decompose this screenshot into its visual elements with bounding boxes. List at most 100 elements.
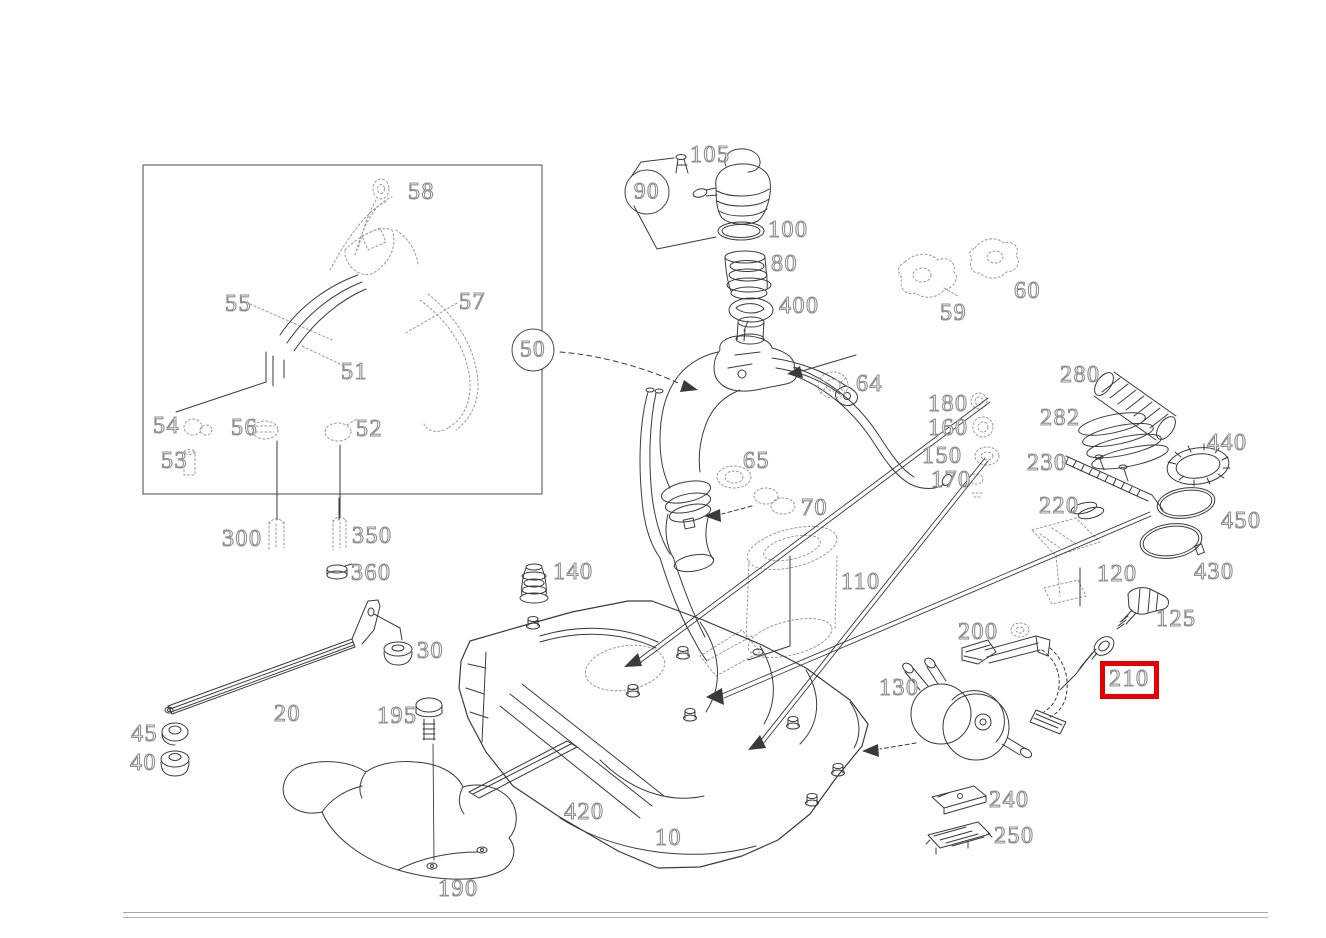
inset-detail-box [142,164,543,495]
part-callout-58[interactable]: 58 [407,179,435,205]
sketch-gasket-64 [817,371,849,399]
leader-arrow-70 [704,505,753,522]
part-callout-195[interactable]: 195 [376,703,418,729]
sketch-heat-shield-190 [282,761,517,880]
sketch-clamp-360 [326,563,353,580]
detail-circle-90 [624,157,717,250]
sketch-gear-200 [1010,622,1030,638]
sketch-hose-end-plate [1029,709,1067,735]
sketch-fuel-filter-130 [902,657,1033,761]
part-callout-210[interactable]: 210 [1100,661,1159,699]
sketch-bracket-120 [1031,517,1101,605]
part-callout-240[interactable]: 240 [988,787,1030,813]
sketch-ring-65 [716,465,752,489]
sketch-buffer-140 [519,563,549,604]
part-callout-180[interactable]: 180 [927,391,969,417]
part-callout-190[interactable]: 190 [437,876,479,902]
sketch-washer-45 [161,722,189,746]
part-callout-45[interactable]: 45 [130,721,158,747]
sketch-part-60 [969,238,1019,279]
part-callout-400[interactable]: 400 [778,293,820,319]
sketch-seal-220 [1070,501,1105,520]
detail-circle-50 [511,328,555,372]
part-callout-51[interactable]: 51 [340,359,368,385]
sketch-bracket-200 [961,635,1051,665]
part-callout-53[interactable]: 53 [160,448,188,474]
part-callout-56[interactable]: 56 [230,415,258,441]
part-callout-52[interactable]: 52 [355,416,383,442]
part-callout-90[interactable]: 90 [633,178,660,204]
sketch-level-sender-230 [1061,454,1164,511]
sketch-lock-ring-440 [1166,443,1231,487]
part-callout-350[interactable]: 350 [351,523,393,549]
part-callout-430[interactable]: 430 [1193,559,1235,585]
part-callout-450[interactable]: 450 [1220,508,1262,534]
sketch-clamp-ring-430 [1139,523,1205,559]
sketch-filler-pipe-assembly [639,316,953,662]
part-callout-110[interactable]: 110 [840,569,881,595]
part-callout-250[interactable]: 250 [993,823,1035,849]
sketch-seal-ring-100 [717,221,765,241]
part-callout-440[interactable]: 440 [1206,430,1248,456]
sketch-bellows-282 [1078,412,1169,470]
part-callout-10[interactable]: 10 [654,825,682,851]
sketch-strip-420 [468,740,578,799]
sketch-hose-200 [1041,647,1068,718]
part-callout-59[interactable]: 59 [939,300,967,326]
part-callout-220[interactable]: 220 [1038,493,1080,519]
part-callout-54[interactable]: 54 [152,413,180,439]
part-callout-300[interactable]: 300 [221,526,263,552]
leader-arrow-50 [559,351,698,392]
long-leader-lines [636,397,1152,745]
part-callout-55[interactable]: 55 [224,291,252,317]
sketch-fuel-tank-10 [458,600,869,869]
part-callout-100[interactable]: 100 [767,217,809,243]
part-callout-40[interactable]: 40 [129,750,157,776]
part-callout-150[interactable]: 150 [921,443,963,469]
pane-divider [123,912,1268,918]
part-callout-140[interactable]: 140 [552,559,594,585]
part-callout-420[interactable]: 420 [563,799,605,825]
part-callout-65[interactable]: 65 [742,448,770,474]
part-callout-360[interactable]: 360 [350,560,392,586]
part-callout-160[interactable]: 160 [927,415,969,441]
part-callout-64[interactable]: 64 [855,371,883,397]
sketch-bolt-195 [415,697,443,861]
sketch-part-59 [897,253,959,298]
sketch-clamp-250 [925,821,993,855]
sketch-grommet-40 [160,750,190,777]
inset-leader-lines [175,274,367,519]
part-callout-125[interactable]: 125 [1155,606,1197,632]
leader-arrow-64 [787,354,857,378]
part-callout-50[interactable]: 50 [519,336,546,362]
part-callout-200[interactable]: 200 [957,619,999,645]
part-callout-30[interactable]: 30 [416,638,444,664]
part-callout-60[interactable]: 60 [1013,278,1041,304]
sketch-seals-70 [753,487,796,515]
part-callout-80[interactable]: 80 [770,251,798,277]
part-callout-130[interactable]: 130 [878,675,920,701]
sketch-vent-valve-125 [1116,587,1169,630]
part-callout-120[interactable]: 120 [1096,561,1138,587]
sketch-plate-240 [931,785,987,815]
sketch-detail-bracket-50 [183,178,479,476]
sketch-corrugated-hose-280 [1093,371,1177,441]
sketch-fuel-cap [692,148,771,225]
part-callout-170[interactable]: 170 [930,467,972,493]
sketch-seal-ring-450 [1156,487,1216,519]
tank-surface-details [465,621,860,855]
clip-stems [276,493,340,521]
part-callout-20[interactable]: 20 [273,701,301,727]
part-callout-230[interactable]: 230 [1026,450,1068,476]
long-leader-arrowheads [624,653,766,750]
part-callout-105[interactable]: 105 [689,142,731,168]
part-callout-280[interactable]: 280 [1059,362,1101,388]
leader-arrow-130 [862,742,917,757]
sketch-retaining-pin-105 [675,154,689,174]
part-callout-282[interactable]: 282 [1039,405,1081,431]
part-callout-57[interactable]: 57 [458,289,486,315]
part-callout-70[interactable]: 70 [800,495,828,521]
